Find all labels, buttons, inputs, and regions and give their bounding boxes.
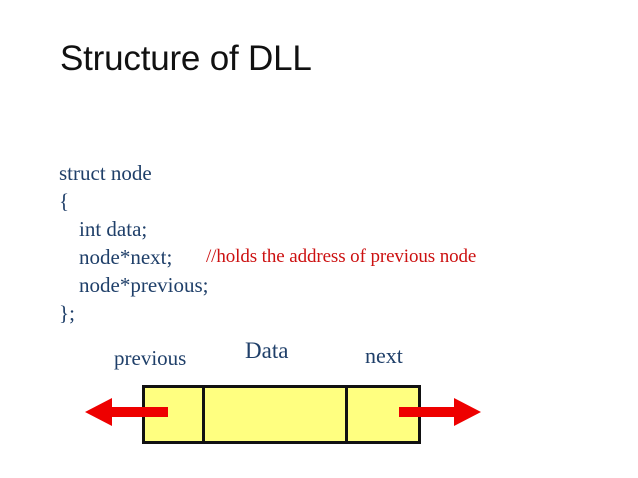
label-previous: previous [114, 346, 187, 370]
node-box [142, 385, 421, 444]
code-comment: //holds the address of previous node [206, 246, 477, 267]
code-text: { [59, 189, 70, 213]
node-cell-next [348, 388, 418, 441]
node-cell-data [205, 388, 348, 441]
code-text: node*next; [79, 245, 173, 269]
code-line-node-previous: node*previous; //holds the address of pr… [38, 243, 598, 297]
code-line-close-brace: }; [38, 271, 598, 325]
code-text: }; [59, 301, 75, 325]
code-text: int data; [79, 217, 148, 241]
page-title: Structure of DLL [60, 39, 312, 78]
previous-pointer-arrow [85, 398, 168, 426]
code-line-struct-node: struct node [38, 131, 598, 185]
label-next: next [365, 343, 403, 368]
code-text: struct node [59, 161, 152, 185]
code-text: node*previous; [79, 273, 209, 297]
node-cell-previous [145, 388, 205, 441]
next-pointer-arrow [399, 398, 481, 426]
code-block: struct node { int data; node*next; node*… [38, 131, 598, 325]
code-line-open-brace: { [38, 159, 598, 213]
code-line-int-data: int data; [38, 187, 598, 241]
label-data: Data [245, 338, 289, 363]
code-line-node-next: node*next; [38, 215, 598, 269]
